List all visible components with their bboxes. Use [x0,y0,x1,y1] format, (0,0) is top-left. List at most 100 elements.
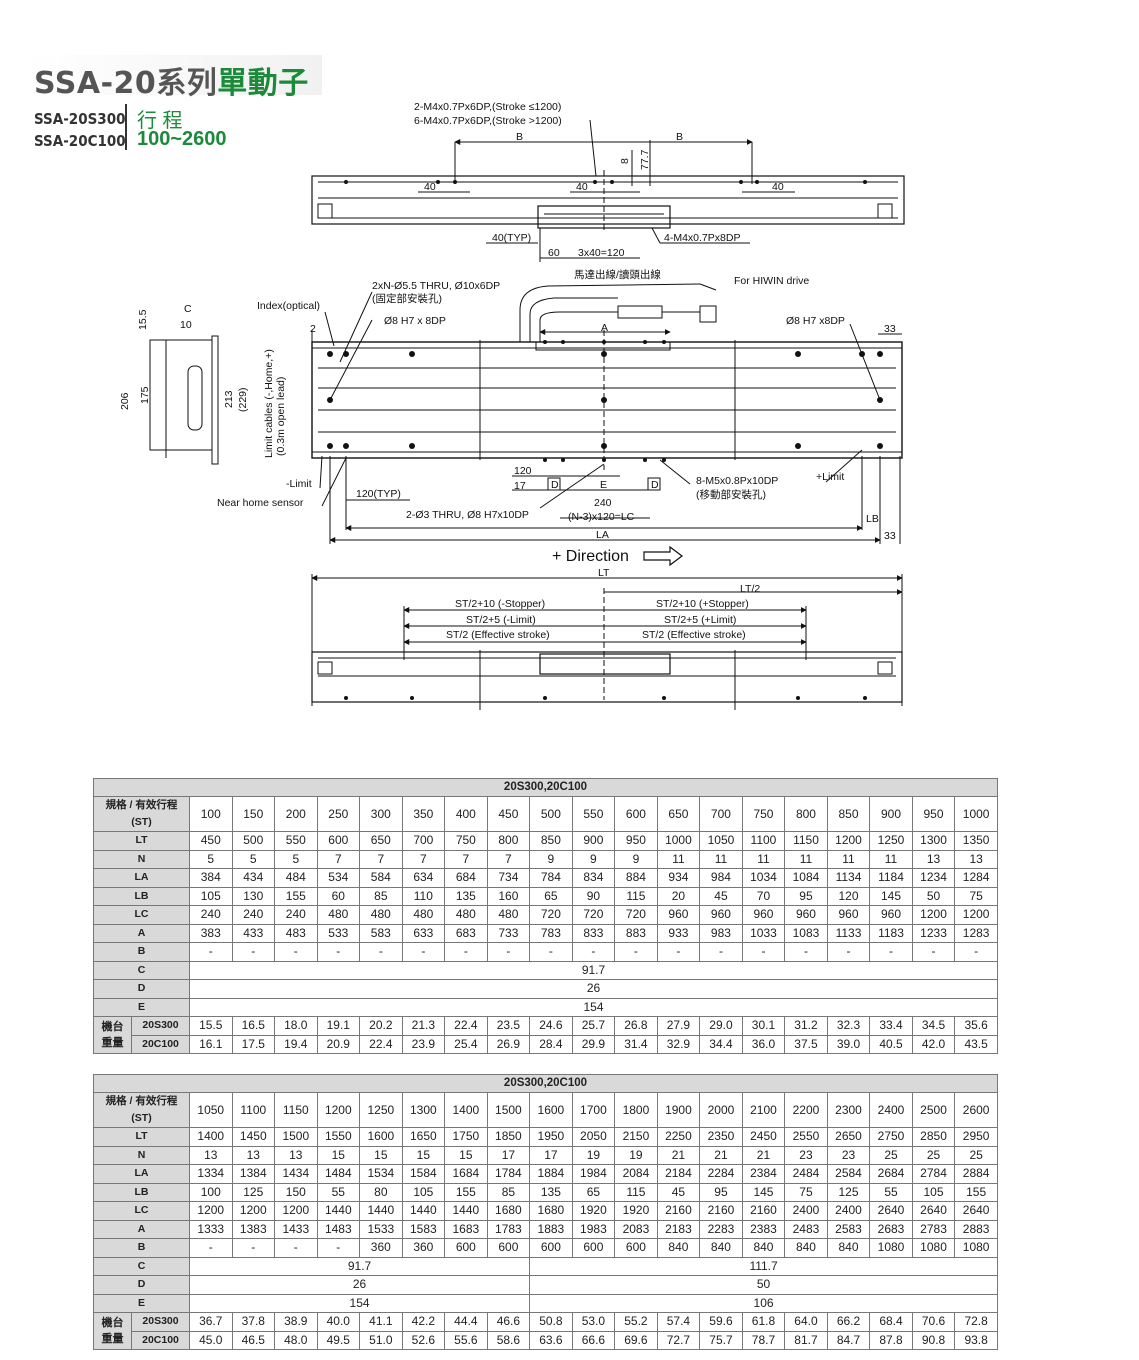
table-cell: 600 [486,1238,531,1258]
stroke-cell: 2000 [699,1092,743,1128]
neg-limit-stroke: ST/2+5 (-Limit) [466,614,536,626]
dim-lc: (N-3)x120=LC [568,511,635,523]
weight-cell: 70.6 [911,1312,956,1332]
stroke-cell: 700 [699,796,743,832]
title-prefix: SSA-20系列 [34,66,218,101]
dim-e: E [600,479,607,491]
weight-cell: 87.8 [869,1330,913,1350]
weight-cell: 29.9 [571,1034,616,1054]
merged-cell: 111.7 [529,1256,998,1276]
table-cell: 1434 [274,1164,318,1184]
table-cell: 1000 [656,831,701,851]
table-cell: - [316,942,361,962]
table-cell: 1920 [614,1201,658,1221]
table-cell: 1483 [316,1219,361,1239]
table-cell: 2084 [614,1164,658,1184]
table-cell: 433 [231,923,276,943]
table-cell: 240 [189,905,233,925]
weight-cell: 68.4 [869,1312,913,1332]
dim-d-right: D [651,479,659,491]
table-cell: 75 [954,886,998,906]
stroke-cell: 2400 [869,1092,913,1128]
table-cell: 1200 [826,831,871,851]
table-cell: 13 [231,1145,276,1165]
table-cell: 2284 [699,1164,743,1184]
weight-cell: 72.7 [656,1330,701,1350]
table-cell: 1600 [359,1127,403,1147]
table-cell: 1333 [189,1219,233,1239]
dim-3x40: 3x40=120 [578,247,625,259]
table-cell: 21 [699,1145,743,1165]
table-cell: 1233 [911,923,956,943]
table-cell: 25 [869,1145,913,1165]
table-cell: 13 [954,849,998,869]
row-label: A [93,1219,190,1239]
pin-3-callout: 2-Ø3 THRU, Ø8 H7x10DP [406,509,529,521]
dim-17: 17 [514,480,526,492]
dim-120: 120 [514,465,532,477]
dim-240: 240 [594,497,612,509]
stroke-cell: 550 [571,796,616,832]
table-cell: 833 [571,923,616,943]
weight-cell: 33.4 [869,1016,913,1036]
table-cell: 720 [614,905,658,925]
table-cell: 11 [869,849,913,869]
table-cell: 2160 [656,1201,701,1221]
merged-cell: 26 [188,1275,531,1295]
table-cell: 800 [486,831,531,851]
row-label: LA [93,868,190,888]
weight-cell: 19.4 [274,1034,318,1054]
table-cell: 1334 [189,1164,233,1184]
table-cell: 125 [231,1182,276,1202]
table-cell: 1200 [274,1201,318,1221]
weight-cell: 42.2 [401,1312,446,1332]
table-cell: 434 [231,868,276,888]
weight-cell: 49.5 [316,1330,361,1350]
merged-cell: 91.7 [189,960,998,980]
table-cell: - [784,942,828,962]
dim-lt-half: LT/2 [740,583,760,595]
table-cell: 634 [401,868,446,888]
stroke-cell: 250 [316,796,361,832]
table-cell: 160 [486,886,531,906]
stroke-cell: 1250 [359,1092,403,1128]
table-cell: 383 [189,923,233,943]
table-cell: 19 [571,1145,616,1165]
table-cell: 600 [571,1238,616,1258]
table-cell: 1684 [444,1164,488,1184]
table-cell: 125 [826,1182,871,1202]
table-cell: 834 [571,868,616,888]
table-cell: 115 [614,1182,658,1202]
table-cell: 1984 [571,1164,616,1184]
table-cell: 2640 [911,1201,956,1221]
table-cell: 1750 [444,1127,488,1147]
stroke-cell: 2100 [741,1092,786,1128]
pos-stopper: ST/2+10 (+Stopper) [656,598,749,610]
weight-cell: 50.8 [529,1312,573,1332]
thru-hole-callout: 2xN-Ø5.5 THRU, Ø10x6DP [372,280,500,292]
table-cell: 13 [189,1145,233,1165]
dim-b-left: B [516,131,523,143]
table-cell: 105 [189,886,233,906]
header-divider [125,104,127,150]
stroke-cell: 2500 [911,1092,956,1128]
table-cell: 7 [486,849,531,869]
table-cell: 600 [444,1238,488,1258]
table-cell: 55 [869,1182,913,1202]
table-cell: 850 [529,831,573,851]
weight-cell: 52.6 [401,1330,446,1350]
stroke-cell: 500 [529,796,573,832]
table-cell: 1050 [699,831,743,851]
weight-cell: 90.8 [911,1330,956,1350]
table-cell: 2650 [826,1127,871,1147]
row-label: LB [93,886,190,906]
dim-lb: LB [866,513,879,525]
table-cell: 600 [316,831,361,851]
table-cell: 984 [699,868,743,888]
